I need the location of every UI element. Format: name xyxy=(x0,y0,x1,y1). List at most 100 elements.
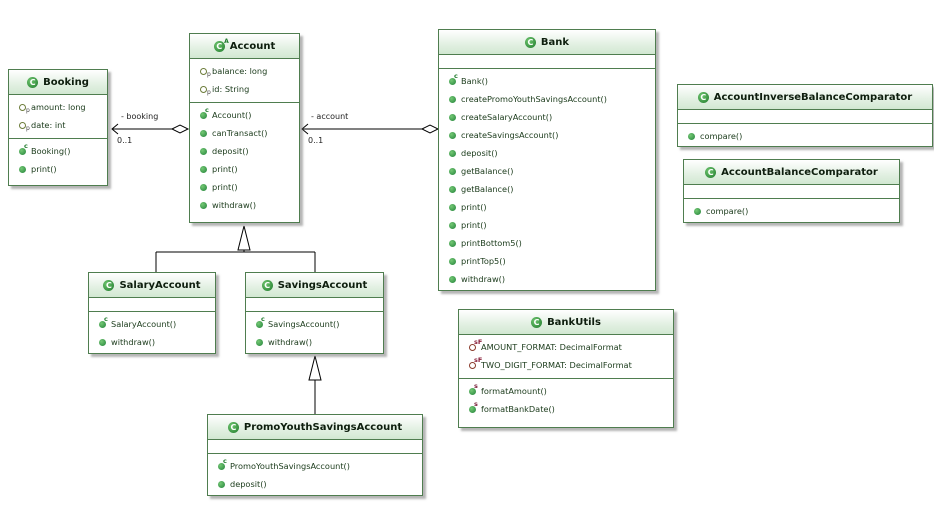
static-method-icon: s xyxy=(469,400,478,413)
protected-field-icon: p xyxy=(200,67,211,78)
protected-field-icon: p xyxy=(19,103,30,114)
method-icon xyxy=(449,185,456,193)
operation-row-printtop5[interactable]: printTop5() xyxy=(439,252,655,270)
method-icon xyxy=(200,201,207,209)
operation-row-print[interactable]: print() xyxy=(190,160,299,178)
operation-label: print() xyxy=(461,220,487,230)
account-role-label: - account xyxy=(311,112,349,121)
class-icon: C xyxy=(27,76,39,88)
static-final-field-icon: sF xyxy=(469,356,482,369)
method-icon xyxy=(694,207,701,215)
class-name: BankUtils xyxy=(547,316,601,328)
operation-row-print[interactable]: print() xyxy=(9,160,107,178)
attributes-compartment xyxy=(678,110,932,124)
operation-label: formatBankDate() xyxy=(481,404,555,414)
account-aggregation-diamond xyxy=(420,124,440,134)
method-icon xyxy=(449,257,456,265)
class-name: Bank xyxy=(540,36,570,48)
constructor-icon: c xyxy=(200,106,209,119)
operation-row-deposit[interactable]: deposit() xyxy=(208,475,422,493)
class-icon: C xyxy=(524,36,536,48)
operation-row-createpromoyouthsavingsaccount[interactable]: createPromoYouthSavingsAccount() xyxy=(439,90,655,108)
class-icon: C xyxy=(261,279,273,291)
operation-label: getBalance() xyxy=(461,166,514,176)
protected-field-icon: p xyxy=(200,85,211,96)
class-name: SalaryAccount xyxy=(119,279,201,291)
operation-label: printTop5() xyxy=(461,256,506,266)
operation-label: withdraw() xyxy=(212,200,257,210)
operation-row-createsavingsaccount[interactable]: createSavingsAccount() xyxy=(439,126,655,144)
booking-multiplicity-label: 0..1 xyxy=(117,136,133,145)
operation-label: SalaryAccount() xyxy=(111,319,177,329)
operation-label: deposit() xyxy=(212,146,249,156)
operation-row-printbottom5[interactable]: printBottom5() xyxy=(439,234,655,252)
attribute-label: balance: long xyxy=(212,66,268,76)
class-icon: C xyxy=(103,279,115,291)
class-icon: C xyxy=(705,166,717,178)
operation-row-print[interactable]: print() xyxy=(439,198,655,216)
operation-label: compare() xyxy=(700,131,743,141)
operation-row-print[interactable]: print() xyxy=(190,178,299,196)
method-icon xyxy=(449,167,456,175)
operation-row-deposit[interactable]: deposit() xyxy=(439,144,655,162)
operation-row-compare[interactable]: compare() xyxy=(684,202,899,220)
booking-role-label: - booking xyxy=(121,112,159,121)
operation-row-withdraw[interactable]: withdraw() xyxy=(190,196,299,214)
operation-label: createPromoYouthSavingsAccount() xyxy=(461,94,607,104)
operation-row-getbalance[interactable]: getBalance() xyxy=(439,162,655,180)
operation-row-print[interactable]: print() xyxy=(439,216,655,234)
operation-row-getbalance[interactable]: getBalance() xyxy=(439,180,655,198)
class-icon: C xyxy=(227,421,239,433)
operation-row-withdraw[interactable]: withdraw() xyxy=(246,333,383,351)
method-icon xyxy=(449,221,456,229)
operation-row-createsalaryaccount[interactable]: createSalaryAccount() xyxy=(439,108,655,126)
operation-label: getBalance() xyxy=(461,184,514,194)
operation-row-cantransact[interactable]: canTransact() xyxy=(190,124,299,142)
operation-row-compare[interactable]: compare() xyxy=(678,127,932,145)
method-icon xyxy=(449,239,456,247)
operation-row-withdraw[interactable]: withdraw() xyxy=(89,333,215,351)
attributes-compartment xyxy=(246,298,383,312)
operation-row-deposit[interactable]: deposit() xyxy=(190,142,299,160)
operation-label: Account() xyxy=(212,110,252,120)
attribute-label: id: String xyxy=(212,84,250,94)
abstract-class-icon: C xyxy=(213,36,229,52)
operation-row-withdraw[interactable]: withdraw() xyxy=(439,270,655,288)
method-icon xyxy=(449,275,456,283)
class-header: C SalaryAccount xyxy=(89,273,215,298)
constructor-icon: c xyxy=(449,72,458,85)
method-icon xyxy=(449,131,456,139)
